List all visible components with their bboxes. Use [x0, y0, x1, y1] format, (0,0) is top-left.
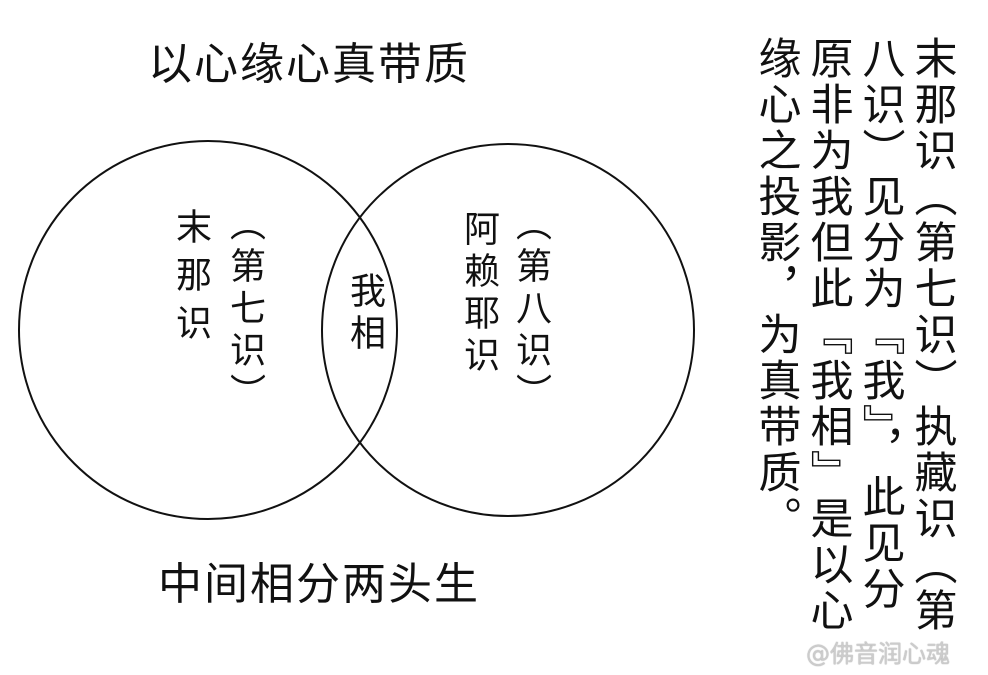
bottom-title: 中间相分两头生 [158, 559, 480, 610]
side-text-col-2: 八识）见分为『我』，此见分 [855, 36, 905, 613]
left-circle-note: （第七识） [224, 205, 265, 415]
top-title: 以心缘心真带质 [148, 39, 470, 90]
left-circle [18, 140, 398, 520]
right-circle [321, 143, 695, 517]
watermark: @佛音润心魂 [806, 640, 950, 668]
right-circle-name: 阿赖耶识 [458, 210, 499, 378]
overlap-label: 我相 [344, 272, 385, 356]
left-circle-name: 末那识 [170, 208, 211, 352]
side-text-col-4: 缘心之投影，为真带质。 [751, 36, 801, 542]
side-text-col-1: 末那识（第七识）执藏识（第 [907, 36, 957, 634]
right-circle-note: （第八识） [510, 205, 551, 415]
side-text-col-3: 原非为我但此『我相』是以心 [803, 36, 853, 634]
